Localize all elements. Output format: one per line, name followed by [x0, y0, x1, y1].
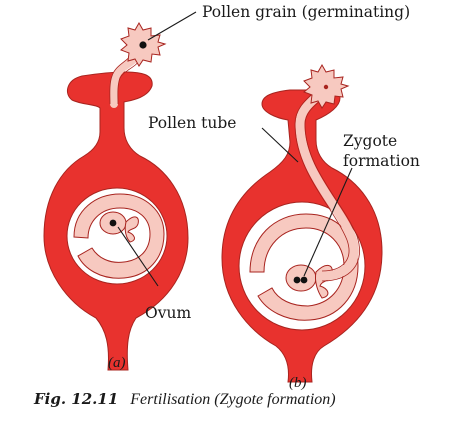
sublabel-a: (a)	[108, 355, 126, 371]
figure-caption: Fig. 12.11 Fertilisation (Zygote formati…	[33, 390, 336, 408]
label-pollen-grain: Pollen grain (germinating)	[202, 3, 410, 21]
caption-title: Fertilisation (Zygote formation)	[129, 391, 335, 408]
label-ovum: Ovum	[145, 304, 191, 322]
ovum-nucleus-a	[109, 219, 117, 227]
pistil-a	[43, 21, 189, 371]
zygote-nucleus-b2	[300, 276, 308, 284]
pollen-nucleus-b	[323, 84, 329, 90]
ovule-a	[73, 193, 165, 279]
label-zygote-line2: formation	[343, 152, 420, 170]
leader-pollen-tube	[261, 127, 299, 163]
caption-figure-number: Fig. 12.11	[33, 390, 118, 408]
pollen-tube-a	[109, 51, 141, 108]
leader-ovum	[117, 226, 159, 287]
leader-zygote	[303, 167, 353, 277]
ovule-b	[249, 213, 359, 321]
synergids-a	[124, 216, 139, 243]
pollen-tube-b	[295, 87, 359, 281]
label-pollen-tube: Pollen tube	[148, 114, 236, 132]
pollen-tube-a-outline	[109, 51, 142, 105]
sublabel-b: (b)	[289, 375, 307, 391]
pistil-b	[221, 63, 383, 383]
pollen-tube-b-outline	[294, 87, 360, 282]
zygote-nucleus-b1	[293, 276, 301, 284]
label-zygote-line1: Zygote	[343, 132, 397, 150]
zygote-cell-b	[285, 264, 317, 292]
leader-pollen-grain	[147, 11, 197, 41]
pollen-nucleus-a	[139, 41, 147, 49]
